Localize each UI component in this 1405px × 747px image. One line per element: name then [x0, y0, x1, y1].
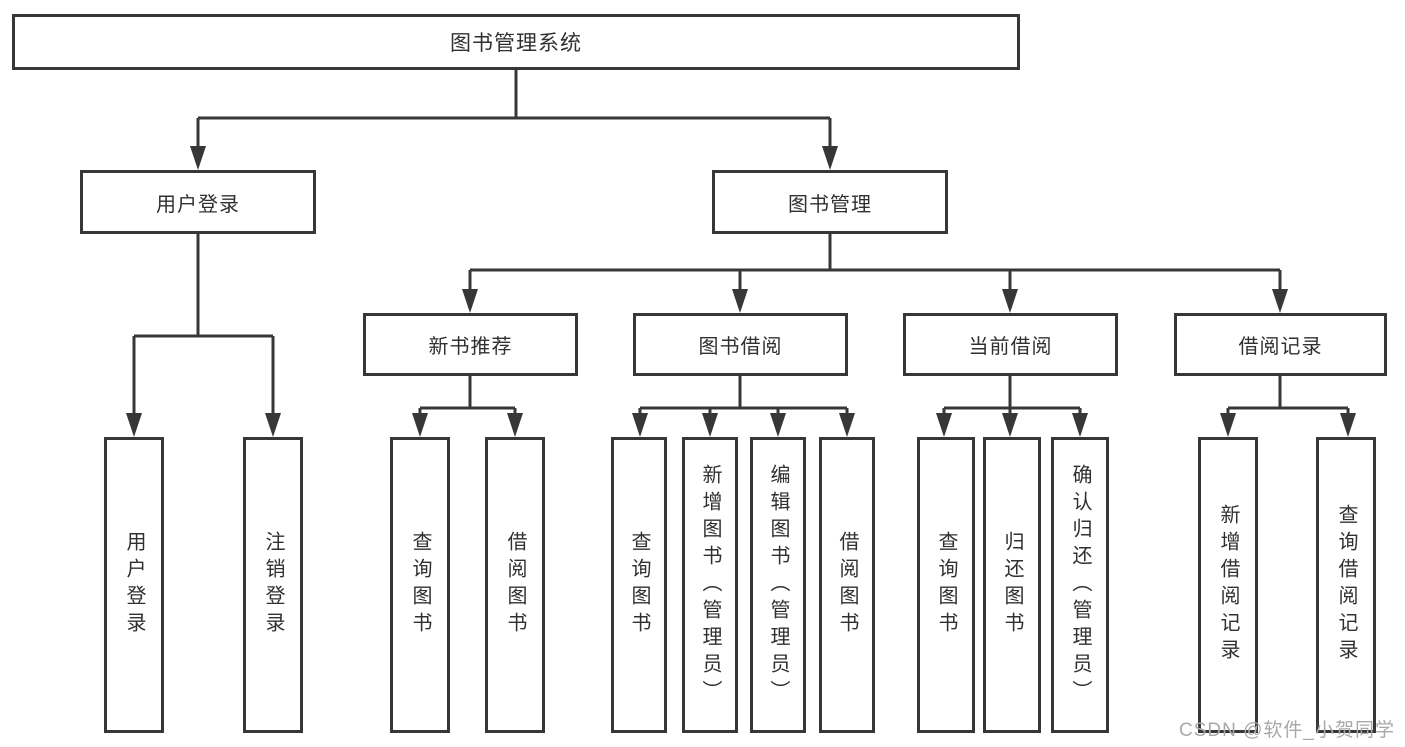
leaf-borrow-books-recommend: 借阅图书	[485, 437, 545, 733]
node-user-login: 用户登录	[80, 170, 316, 234]
leaf-confirm-return-admin: 确认归还（管理员）	[1051, 437, 1109, 733]
node-current-borrow: 当前借阅	[903, 313, 1118, 376]
leaf-user-login: 用户登录	[104, 437, 164, 733]
node-new-book-recommend: 新书推荐	[363, 313, 578, 376]
leaf-logout-login-label: 注销登录	[262, 531, 284, 639]
leaf-add-books-admin: 新增图书（管理员）	[682, 437, 738, 733]
leaf-query-books-recommend-label: 查询图书	[409, 531, 431, 639]
node-book-borrow: 图书借阅	[633, 313, 848, 376]
leaf-borrow-books-label: 借阅图书	[836, 531, 858, 639]
leaf-query-books-recommend: 查询图书	[390, 437, 450, 733]
leaf-confirm-return-admin-label: 确认归还（管理员）	[1069, 463, 1091, 707]
node-root: 图书管理系统	[12, 14, 1020, 70]
leaf-add-borrow-record: 新增借阅记录	[1198, 437, 1258, 733]
arrowheads	[126, 146, 1356, 437]
leaf-query-books-current: 查询图书	[917, 437, 975, 733]
leaf-return-books: 归还图书	[983, 437, 1041, 733]
node-borrow-records: 借阅记录	[1174, 313, 1387, 376]
leaf-borrow-books: 借阅图书	[819, 437, 875, 733]
leaf-query-books-borrow-label: 查询图书	[628, 531, 650, 639]
leaf-user-login-label: 用户登录	[123, 531, 145, 639]
leaf-return-books-label: 归还图书	[1001, 531, 1023, 639]
leaf-query-books-current-label: 查询图书	[935, 531, 957, 639]
leaf-borrow-books-recommend-label: 借阅图书	[504, 531, 526, 639]
leaf-query-books-borrow: 查询图书	[611, 437, 667, 733]
leaf-query-borrow-record-label: 查询借阅记录	[1335, 504, 1357, 666]
leaf-add-borrow-record-label: 新增借阅记录	[1217, 504, 1239, 666]
leaf-logout-login: 注销登录	[243, 437, 303, 733]
leaf-add-books-admin-label: 新增图书（管理员）	[699, 463, 721, 707]
node-book-management: 图书管理	[712, 170, 948, 234]
leaf-edit-books-admin-label: 编辑图书（管理员）	[767, 463, 789, 707]
leaf-edit-books-admin: 编辑图书（管理员）	[750, 437, 806, 733]
csdn-watermark: CSDN @软件_小贺同学	[1179, 720, 1395, 741]
leaf-query-borrow-record: 查询借阅记录	[1316, 437, 1376, 733]
